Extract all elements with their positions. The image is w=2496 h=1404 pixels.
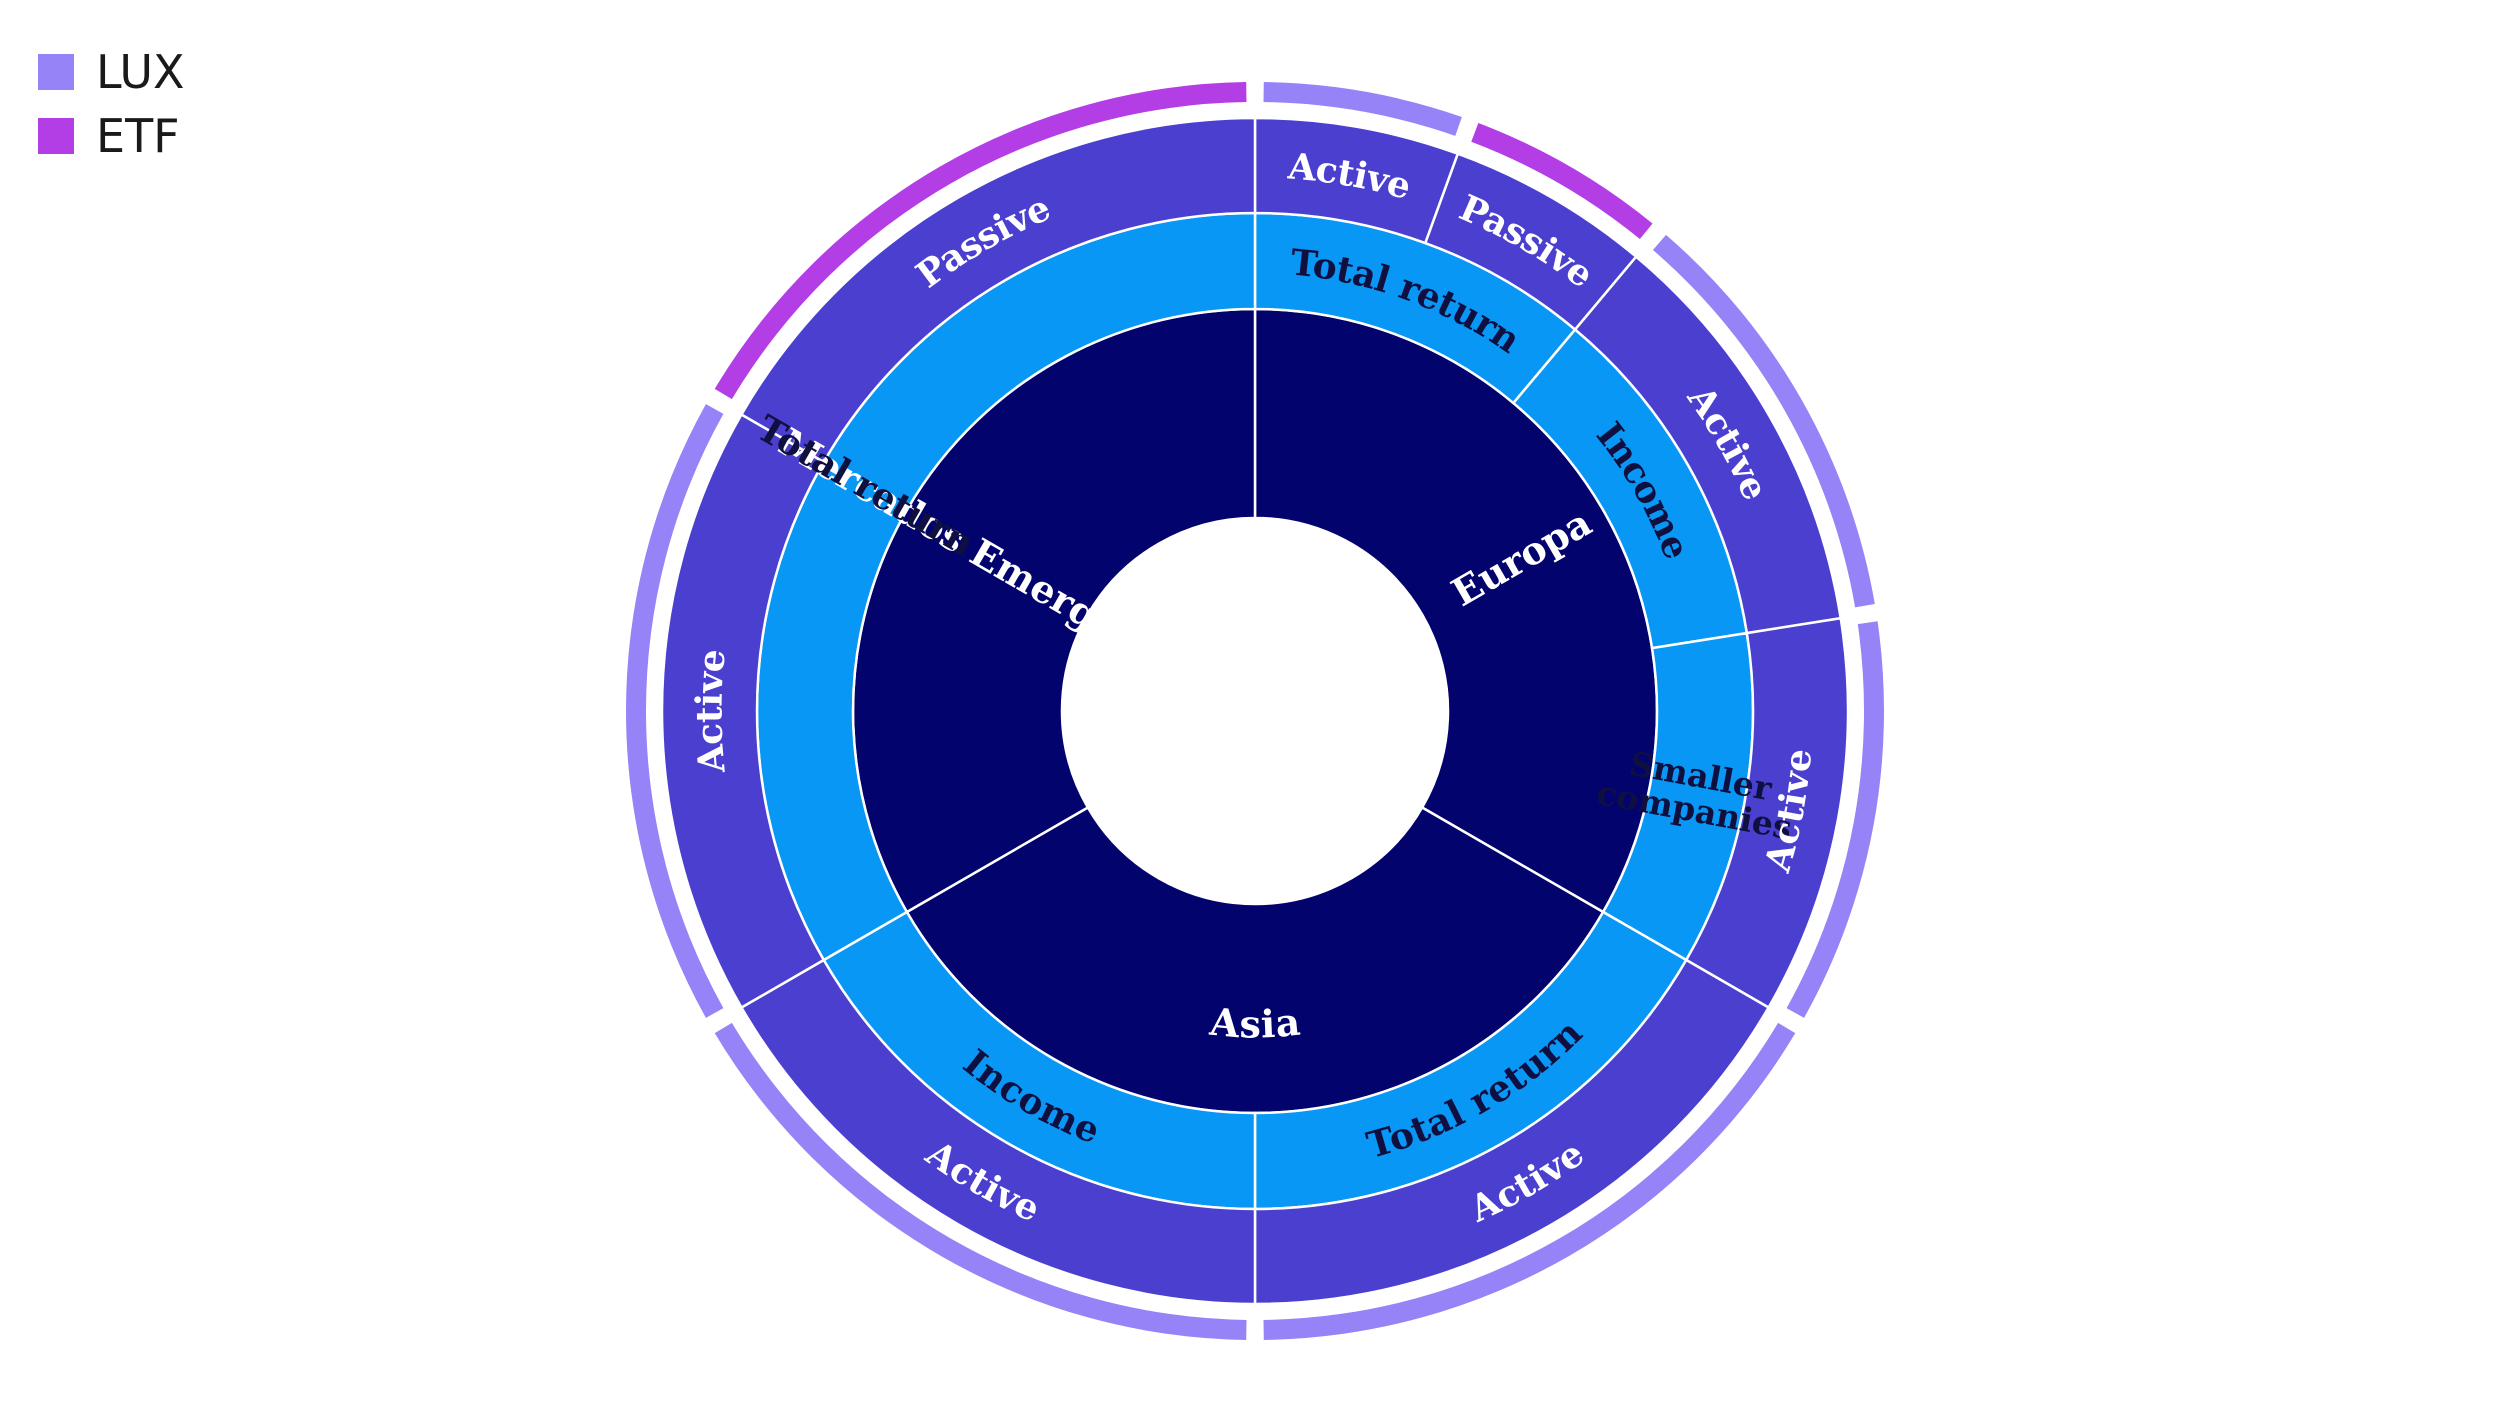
vehicle-lux-asia-active [1263,1022,1796,1340]
vehicle-lux-europa-active [1786,621,1884,1018]
vehicle-lux-asia-active [714,1022,1247,1340]
legend: LUX ETF [38,40,185,168]
etf-swatch [38,118,74,154]
legend-label-lux: LUX [96,45,185,99]
style-label-mercados-emergentes-active: Active [688,647,733,775]
vehicle-etf-europa-passive [1471,122,1653,240]
lux-swatch [38,54,74,90]
vehicle-lux-europa-active [1652,234,1875,608]
style-mercados-emergentes-passive [739,116,1257,464]
vehicle-lux-europa-active [1263,82,1462,136]
vehicle-etf-mercados-emergentes-passive [714,82,1247,400]
legend-item-lux: LUX [38,40,185,104]
vehicle-lux-mercados-emergentes-active [626,404,724,1018]
legend-item-etf: ETF [38,104,185,168]
legend-label-etf: ETF [96,109,180,163]
region-label-asia: Asia [1207,998,1302,1046]
